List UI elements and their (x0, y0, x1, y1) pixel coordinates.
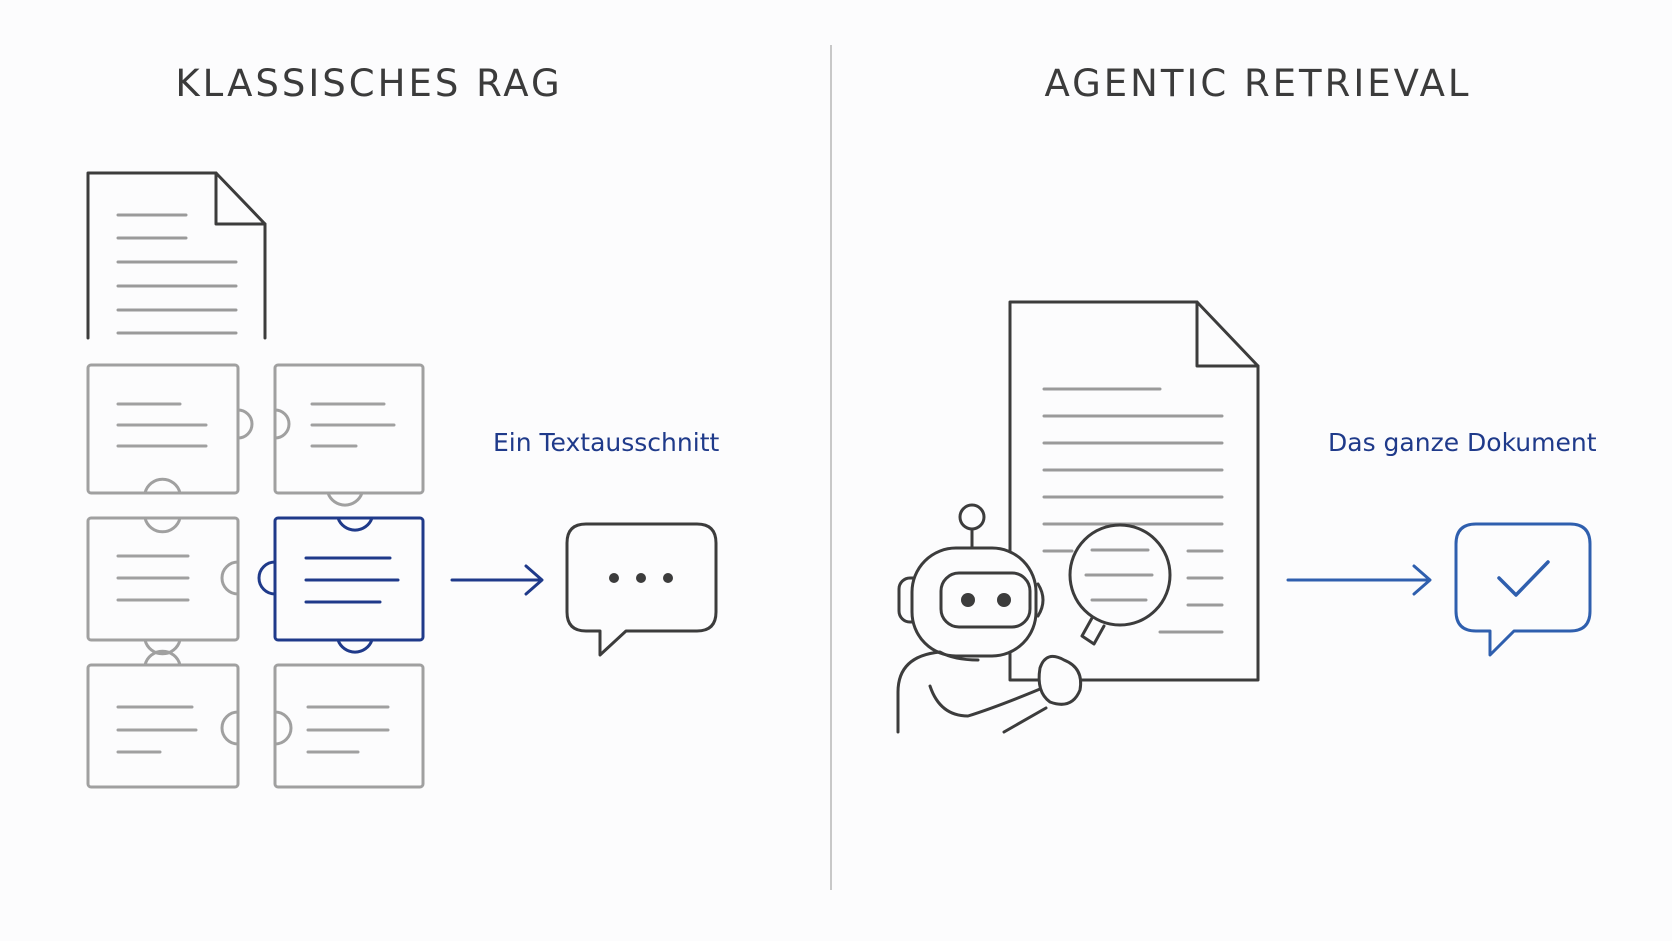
chunk-piece (86, 663, 240, 789)
document-chunks (86, 363, 425, 789)
magnifier-icon (1068, 523, 1172, 646)
right-panel-title: AGENTIC RETRIEVAL (1044, 62, 1472, 105)
arrow-right-icon (1286, 564, 1432, 596)
left-panel-title: KLASSISCHES RAG (175, 62, 563, 105)
selected-chunk (257, 516, 425, 654)
speech-bubble-check-icon (1454, 522, 1592, 657)
chunk-piece (273, 363, 425, 495)
arrow-right-icon (450, 564, 544, 596)
chunk-piece (86, 363, 254, 495)
panel-divider (830, 45, 832, 890)
robot-agent-icon (896, 503, 1083, 734)
chunk-piece (273, 663, 425, 789)
chunk-piece (86, 516, 240, 642)
left-result-label: Ein Textausschnitt (493, 428, 720, 457)
source-document-icon (86, 171, 267, 340)
speech-bubble-dots-icon (565, 522, 718, 657)
right-result-label: Das ganze Dokument (1328, 428, 1597, 457)
